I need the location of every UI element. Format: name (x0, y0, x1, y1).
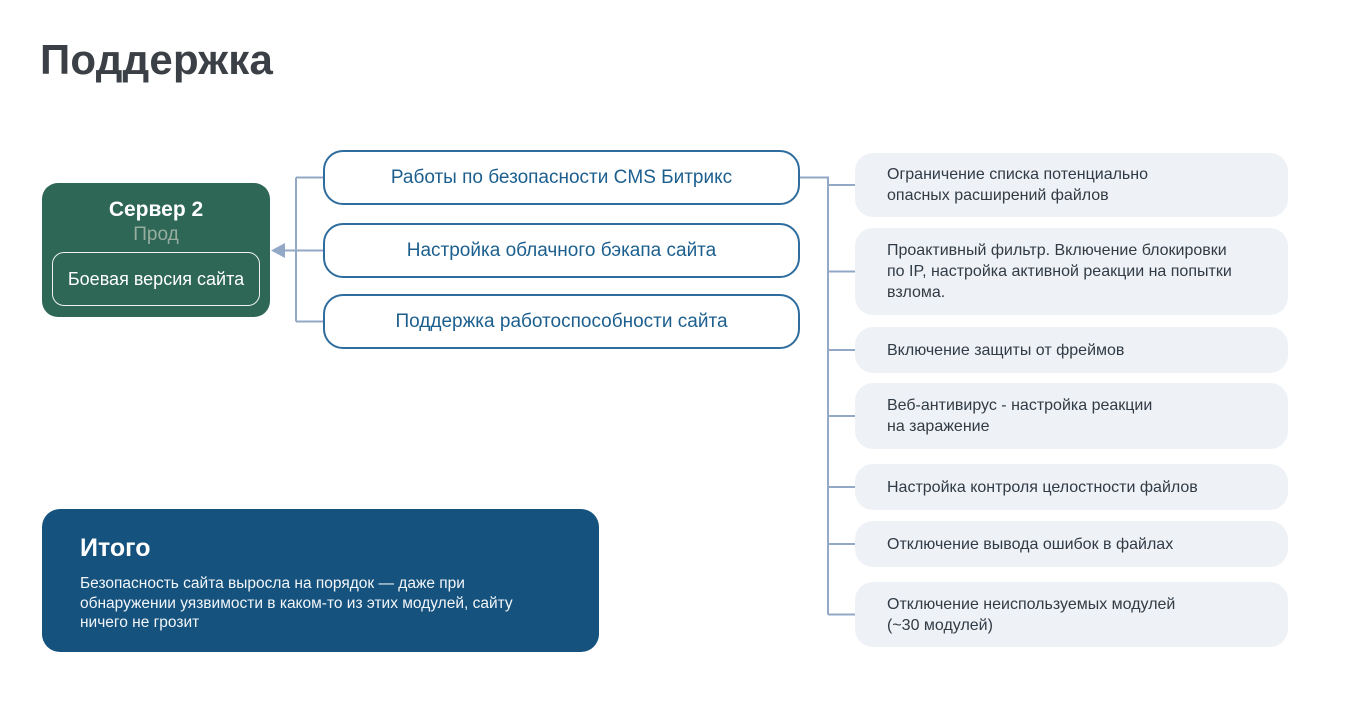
task-label: Включение защиты от фреймов (887, 341, 1125, 359)
task-label: Отключение неиспользуемых модулей (~30 м… (887, 595, 1176, 634)
task-item-unused-modules-off: Отключение неиспользуемых модулей (~30 м… (855, 582, 1288, 647)
task-label: Веб-антивирус - настройка реакции на зар… (887, 397, 1153, 435)
task-label: Отключение вывода ошибок в файлах (887, 535, 1174, 553)
server-title: Сервер 2 (108, 198, 204, 221)
server-site-version-box: Боевая версия сайта (52, 252, 260, 306)
server-site-version-label: Боевая версия сайта (67, 268, 245, 289)
task-label: Ограничение списка потенциально опасных … (887, 166, 1148, 204)
summary-card: Итого Безопасность сайта выросла на поря… (42, 509, 599, 652)
task-item-integrity-control: Настройка контроля целостности файлов (855, 464, 1288, 510)
task-item-frame-protection: Включение защиты от фреймов (855, 327, 1288, 373)
summary-title: Итого (80, 534, 151, 562)
task-item-error-output-off: Отключение вывода ошибок в файлах (855, 521, 1288, 567)
task-item-proactive-filter: Проактивный фильтр. Включение блокировки… (855, 228, 1288, 315)
server-subtitle: Прод (133, 224, 179, 245)
task-label: Проактивный фильтр. Включение блокировки… (887, 242, 1232, 301)
arrowhead-left-icon (271, 243, 285, 258)
task-item-extensions-limit: Ограничение списка потенциально опасных … (855, 153, 1288, 217)
task-item-web-antivirus: Веб-антивирус - настройка реакции на зар… (855, 383, 1288, 449)
page-title: Поддержка (40, 36, 274, 83)
summary-text: Безопасность сайта выросла на порядок — … (80, 575, 513, 631)
service-label: Поддержка работоспособности сайта (395, 310, 728, 332)
service-box-site-maintenance: Поддержка работоспособности сайта (323, 294, 800, 349)
service-label: Настройка облачного бэкапа сайта (406, 239, 717, 261)
service-box-cloud-backup: Настройка облачного бэкапа сайта (323, 223, 800, 278)
task-label: Настройка контроля целостности файлов (887, 478, 1198, 496)
service-box-bitrix-security: Работы по безопасности CMS Битрикс (323, 150, 800, 205)
service-label: Работы по безопасности CMS Битрикс (390, 166, 733, 188)
server-card: Сервер 2 Прод Боевая версия сайта (42, 183, 270, 317)
